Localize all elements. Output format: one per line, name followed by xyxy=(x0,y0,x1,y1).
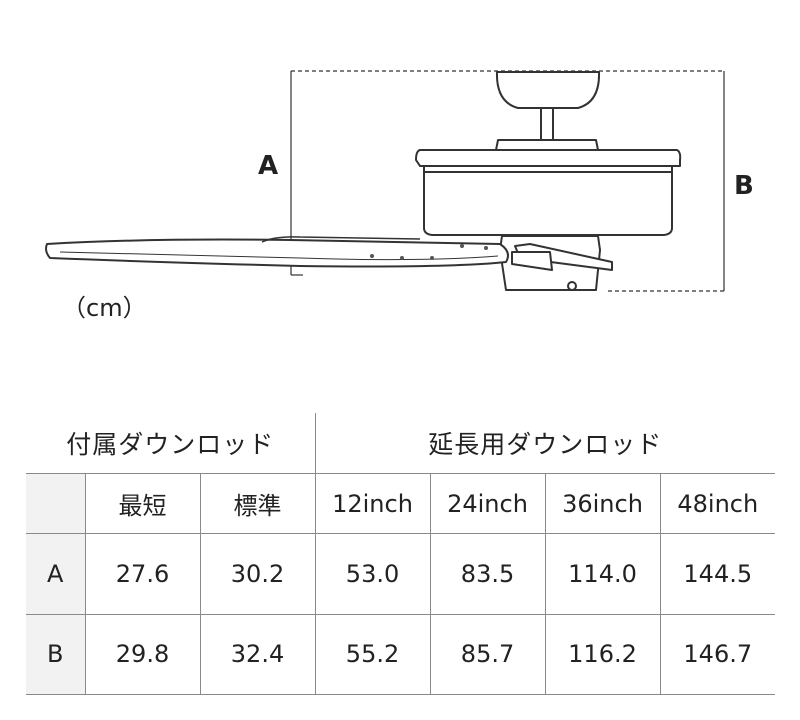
table-row: A 27.6 30.2 53.0 83.5 114.0 144.5 xyxy=(26,533,776,615)
downrod xyxy=(540,107,554,141)
corner-cell xyxy=(26,473,86,535)
table-cell: 53.0 xyxy=(314,533,431,615)
group-header-extension: 延長用ダウンロッド xyxy=(315,413,776,475)
group-header-included: 付属ダウンロッド xyxy=(26,413,316,475)
motor-cap xyxy=(495,139,599,151)
table-cell: 85.7 xyxy=(429,613,546,696)
table-row: B 29.8 32.4 55.2 85.7 116.2 146.7 xyxy=(26,613,776,696)
dimension-b-label: B xyxy=(734,171,754,201)
col-header-48inch: 48inch xyxy=(659,473,776,535)
col-header-36inch: 36inch xyxy=(544,473,661,535)
table-cell: 29.8 xyxy=(84,613,201,696)
canopy xyxy=(495,71,601,109)
col-header-standard: 標準 xyxy=(199,473,316,535)
motor-housing xyxy=(415,149,682,167)
table-cell: 27.6 xyxy=(84,533,201,615)
ceiling-fan-dimension-diagram: A B （cm） xyxy=(45,70,754,322)
table-cell: 114.0 xyxy=(544,533,661,615)
col-header-12inch: 12inch xyxy=(314,473,431,535)
table-cell: 32.4 xyxy=(199,613,316,696)
table-cell: 116.2 xyxy=(544,613,661,696)
dimension-a-label: A xyxy=(258,151,278,181)
column-header-row: 最短 標準 12inch 24inch 36inch 48inch xyxy=(26,473,776,535)
unit-label: （cm） xyxy=(62,294,147,322)
table-cell: 146.7 xyxy=(659,613,776,696)
table-cell: 144.5 xyxy=(659,533,776,615)
row-header-a: A xyxy=(26,533,86,615)
col-header-shortest: 最短 xyxy=(84,473,201,535)
table-cell: 30.2 xyxy=(199,533,316,615)
fan-illustration xyxy=(45,71,682,291)
row-header-b: B xyxy=(26,613,86,696)
table-cell: 83.5 xyxy=(429,533,546,615)
group-header-row: 付属ダウンロッド 延長用ダウンロッド xyxy=(26,413,776,475)
col-header-24inch: 24inch xyxy=(429,473,546,535)
table-cell: 55.2 xyxy=(314,613,431,696)
downrod-dimension-table: 付属ダウンロッド 延長用ダウンロッド 最短 標準 12inch 24inch 3… xyxy=(26,413,776,696)
